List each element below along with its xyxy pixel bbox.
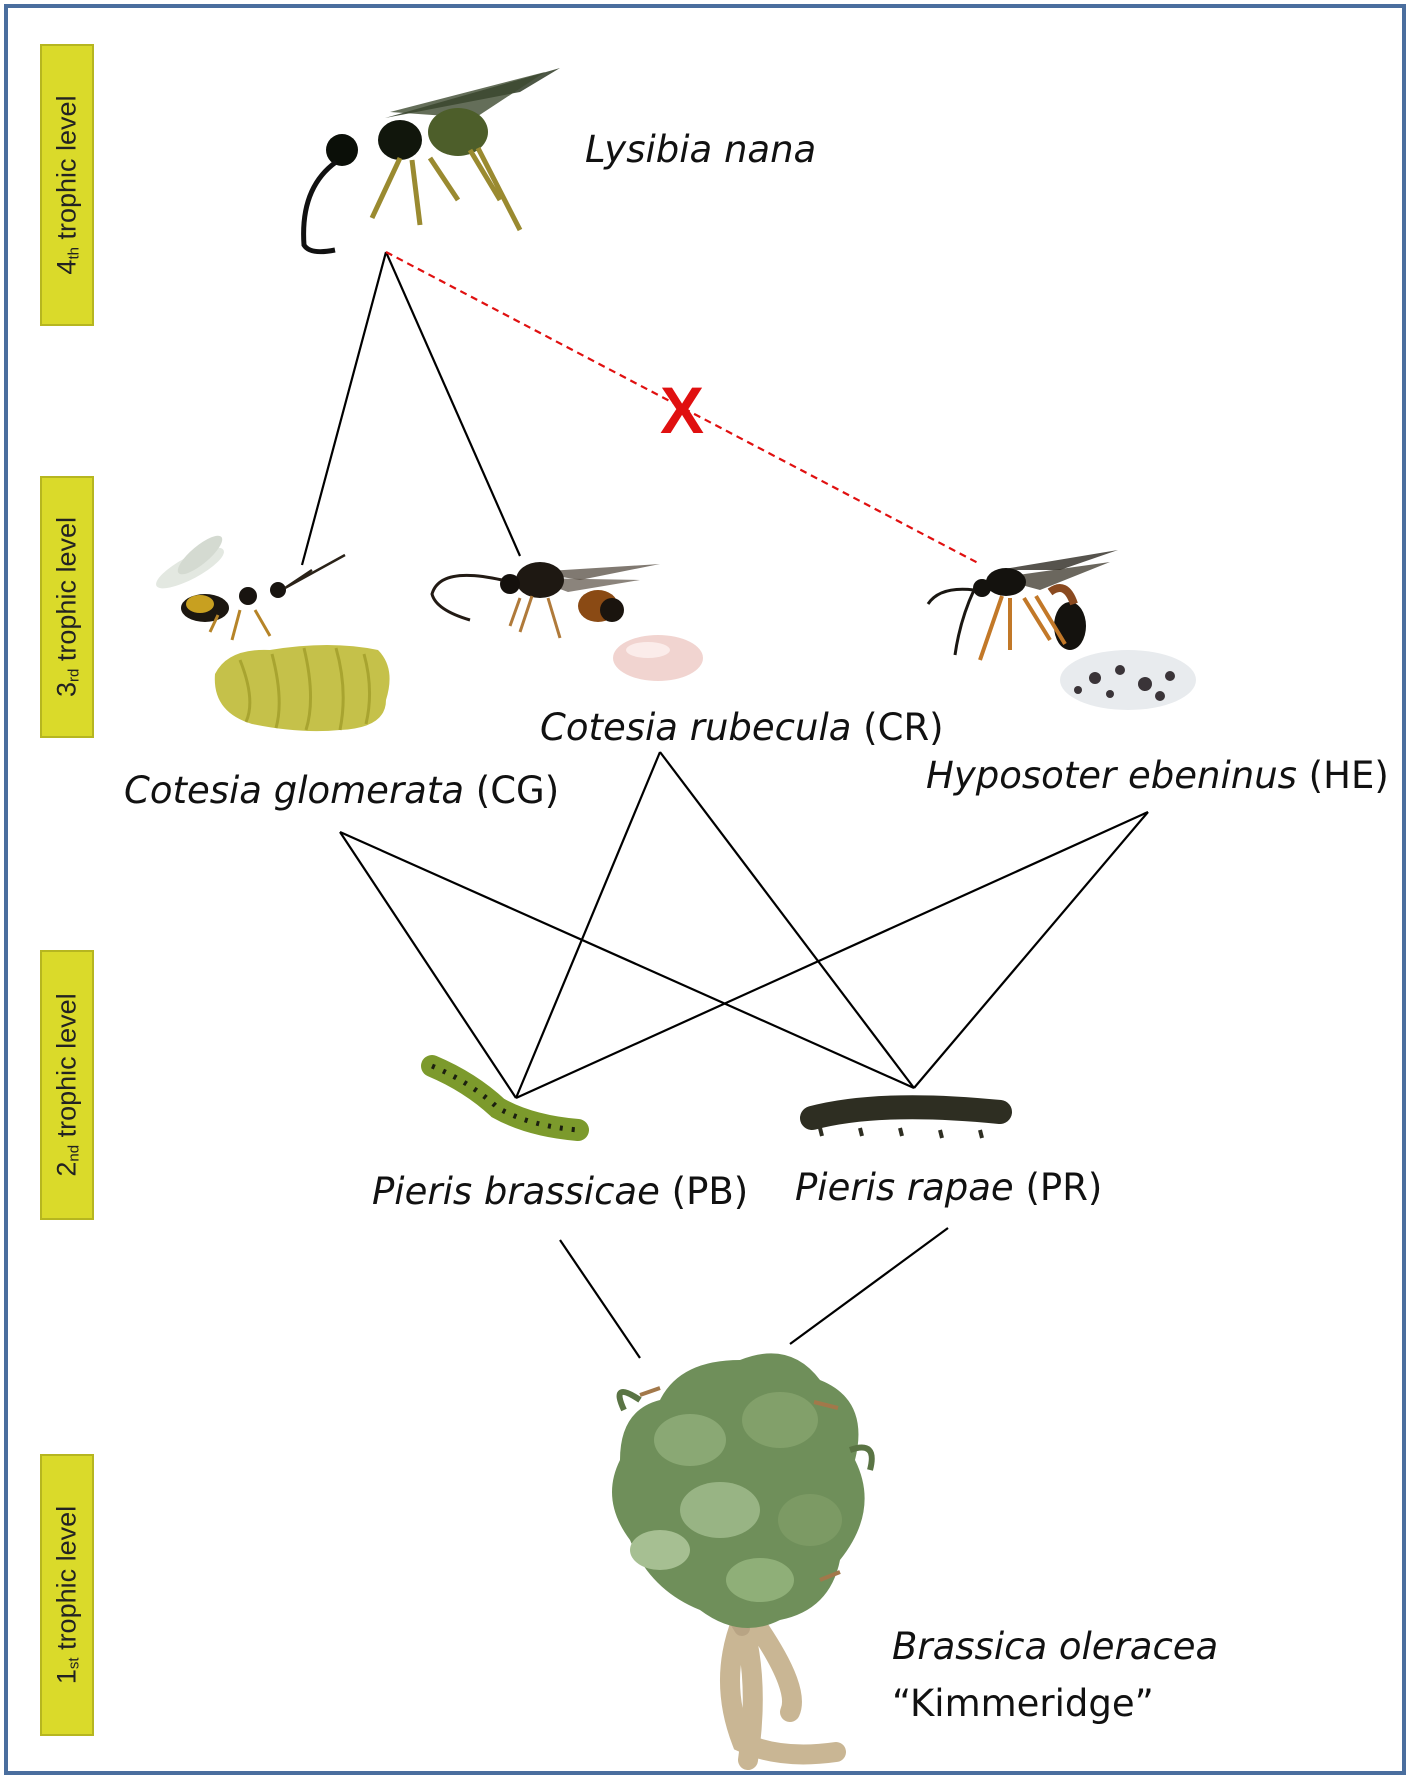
absent-link-lysibia-he — [385, 251, 979, 564]
link-cg-pr — [339, 830, 915, 1090]
label-lysibia-nana: Lysibia nana — [585, 128, 817, 171]
level-label-2nd: 2nd trophic level — [40, 950, 94, 1220]
feeding-links — [300, 251, 1149, 1359]
link-pb-bo — [559, 1239, 641, 1359]
level-label-1st: 1st trophic level — [40, 1454, 94, 1736]
absent-link-marker: X — [660, 373, 705, 447]
link-cr-pb — [514, 751, 662, 1099]
link-he-pr — [913, 811, 1149, 1089]
cr-wasp-icon — [430, 562, 660, 639]
link-cr-pr — [659, 751, 915, 1089]
pr-caterpillar-icon — [800, 1095, 1012, 1139]
level-label-4th: 4th trophic level — [40, 44, 94, 326]
label-pieris-rapae: Pieris rapae (PR) — [795, 1166, 1103, 1209]
label-cotesia-rubecula: Cotesia rubecula (CR) — [540, 706, 944, 749]
label-pieris-brassicae: Pieris brassicae (PB) — [372, 1170, 749, 1213]
link-lysibia-cr — [384, 251, 522, 557]
pb-caterpillar-icon — [421, 1055, 589, 1141]
link-cg-pb — [339, 831, 517, 1099]
cr-cocoon-icon — [613, 635, 703, 681]
he-cocoon-icon — [1060, 650, 1196, 710]
cg-cocoon-cluster-icon — [214, 645, 390, 732]
label-cotesia-glomerata: Cotesia glomerata (CG) — [124, 769, 560, 812]
cg-wasp-icon — [156, 535, 346, 641]
lysibia-wasp-icon — [301, 68, 560, 255]
link-he-pb — [515, 810, 1149, 1100]
diagram-frame — [4, 4, 1406, 1775]
link-pr-bo — [789, 1227, 949, 1345]
brassica-plant-icon — [612, 1353, 875, 1770]
link-lysibia-cg — [300, 251, 388, 566]
label-hyposoter-ebeninus: Hyposoter ebeninus (HE) — [926, 754, 1389, 797]
label-kimmeridge: “Kimmeridge” — [892, 1682, 1154, 1725]
label-brassica-oleracea: Brassica oleracea — [892, 1625, 1219, 1668]
he-wasp-icon — [926, 550, 1118, 661]
level-label-3rd: 3rd trophic level — [40, 476, 94, 738]
